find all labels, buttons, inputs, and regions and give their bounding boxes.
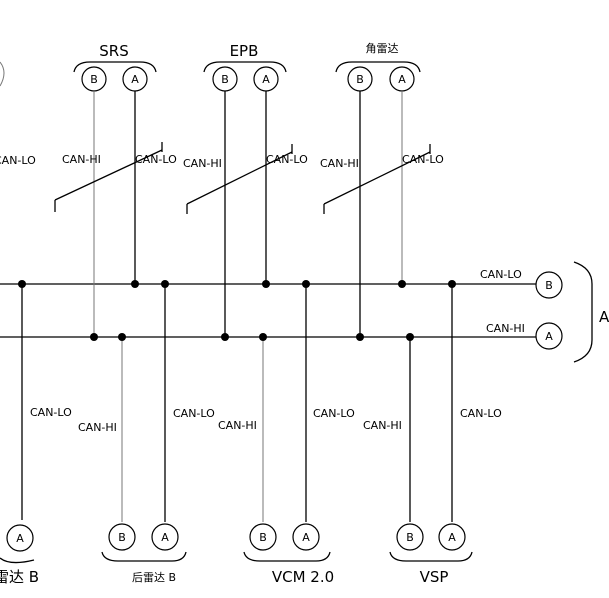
top-node-corner-radar: 角雷达 B A CAN-HI CAN-LO [320, 42, 444, 337]
bottom-node-label-vsp: VSP [420, 568, 449, 586]
vcm-pin-a-connector [292, 523, 320, 551]
vcm-pin-b-label: B [259, 531, 267, 544]
vcm-pin-a-label: A [302, 531, 310, 544]
right-can-lo-label: CAN-LO [480, 268, 522, 281]
top-node-srs: SRS B A CAN-HI CAN-LO [54, 42, 177, 337]
epb-twist-line [186, 151, 293, 205]
junction-dot [259, 333, 267, 341]
rear-radar-pin-b-connector [108, 523, 136, 551]
rear-radar-can-hi-label: CAN-HI [78, 421, 117, 434]
srs-can-lo-label: CAN-LO [135, 153, 177, 166]
vcm-can-hi-label: CAN-HI [218, 419, 257, 432]
bottom-node-vsp: B A VSP CAN-LO CAN-HI CAN-LO [313, 284, 502, 586]
top-node-epb: EPB B A CAN-HI CAN-LO [183, 42, 308, 337]
junction-dot [118, 333, 126, 341]
vcm-can-lo-label: CAN-LO [173, 407, 215, 420]
junction-dots [18, 280, 456, 341]
junction-dot [398, 280, 406, 288]
right-pin-a-connector [535, 322, 563, 350]
right-pin-b-label: B [545, 279, 553, 292]
junction-dot [262, 280, 270, 288]
srs-pin-b-label: B [90, 73, 98, 86]
top-node-label-corner-radar: 角雷达 [366, 42, 399, 55]
junction-dot [90, 333, 98, 341]
top-node-label-epb: EPB [230, 42, 259, 60]
left-partial-can-lo-label: CAN-LO [0, 154, 36, 167]
top-node-label-srs: SRS [99, 42, 128, 60]
corner-radar-can-hi-label: CAN-HI [320, 157, 359, 170]
junction-dot [18, 280, 26, 288]
epb-can-lo-label: CAN-LO [266, 153, 308, 166]
rear-radar-pin-b-label: B [118, 531, 126, 544]
bottom-node-label-vcm: VCM 2.0 [272, 568, 334, 586]
vsp-pin-b-connector [396, 523, 424, 551]
vcm-pin-b-connector [249, 523, 277, 551]
vsp-right-can-lo-label: CAN-LO [460, 407, 502, 420]
rear-radar-can-lo-label: CAN-LO [30, 406, 72, 419]
junction-dot [221, 333, 229, 341]
right-pin-b-connector [535, 271, 563, 299]
bottom-node-rear-radar: B A 后雷达 B CAN-LO CAN-HI [30, 284, 187, 584]
srs-pin-a-label: A [131, 73, 139, 86]
junction-dot [131, 280, 139, 288]
right-bus-connector: CAN-LO CAN-HI B A A [480, 261, 609, 363]
rear-radar-pin-a-label: A [161, 531, 169, 544]
corner-radar-twist-line [323, 151, 431, 205]
vsp-can-hi-label: CAN-HI [363, 419, 402, 432]
epb-pin-b-label: B [221, 73, 229, 86]
bottom-node-label-0: 雷达 B [0, 568, 39, 586]
corner-radar-pin-b-label: B [356, 73, 364, 86]
bottom-node-vcm: B A VCM 2.0 CAN-LO CAN-HI [173, 284, 334, 586]
left-partial-bottom-pin-label: A [16, 532, 24, 545]
srs-twist-line [54, 149, 163, 201]
vsp-can-lo-label: CAN-LO [313, 407, 355, 420]
epb-can-hi-label: CAN-HI [183, 157, 222, 170]
left-partial-node: CAN-LO A 雷达 B [0, 61, 39, 586]
vsp-pin-b-label: B [406, 531, 414, 544]
rear-radar-pin-a-connector [151, 523, 179, 551]
corner-radar-can-lo-label: CAN-LO [402, 153, 444, 166]
junction-dot [448, 280, 456, 288]
junction-dot [406, 333, 414, 341]
right-pin-a-label: A [545, 330, 553, 343]
left-partial-bottom-connector [6, 524, 34, 552]
vsp-pin-a-label: A [448, 531, 456, 544]
corner-radar-pin-a-label: A [398, 73, 406, 86]
epb-pin-a-label: A [262, 73, 270, 86]
vsp-pin-a-connector [438, 523, 466, 551]
junction-dot [356, 333, 364, 341]
right-connector-bracket [573, 261, 593, 363]
right-connector-label: A [599, 308, 609, 326]
bottom-node-label-rear-radar: 后雷达 B [132, 571, 176, 584]
junction-dot [161, 280, 169, 288]
junction-dot [302, 280, 310, 288]
right-can-hi-label: CAN-HI [486, 322, 525, 335]
srs-can-hi-label: CAN-HI [62, 153, 101, 166]
